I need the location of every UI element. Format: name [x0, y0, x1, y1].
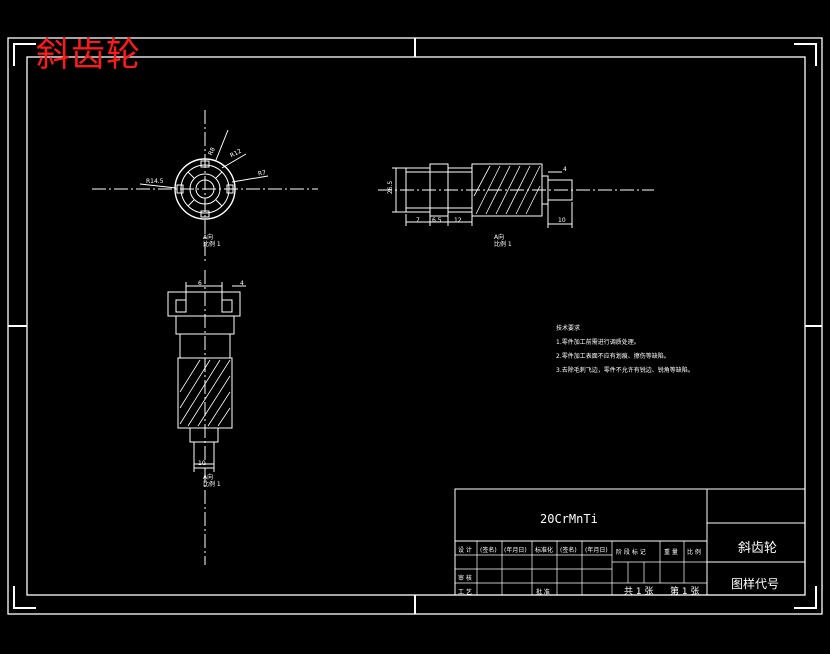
- front-view-label: A向: [494, 234, 505, 241]
- dim-10-top: 10: [198, 460, 206, 467]
- col-sign-1: (签名): [480, 547, 497, 554]
- outer-frame: [7, 37, 823, 615]
- tech-item-2: 2.零件加工表面不应有划痕、擦伤等缺陷。: [556, 353, 670, 360]
- part-name: 斜齿轮: [738, 541, 778, 556]
- watermark-title: 斜齿轮: [36, 35, 141, 75]
- stage-mark-label: 阶 段 标 记: [616, 549, 646, 556]
- col-date-1: (年月日): [504, 547, 527, 554]
- top-shaft-view: [167, 270, 246, 565]
- sheet-number: 第 1 张: [670, 587, 700, 597]
- dim-12: 12: [454, 217, 462, 224]
- front-view-scale: 比例 1: [494, 241, 512, 248]
- corner-marks: [13, 43, 817, 609]
- left-view-label: A向: [203, 234, 214, 241]
- approve-label: 批 准: [536, 589, 550, 596]
- title-block: [454, 488, 806, 596]
- row-process: 工 艺: [458, 589, 472, 596]
- centering-marks: [8, 38, 822, 614]
- dim-6-top: 6: [198, 280, 202, 287]
- weight-label: 重 量: [664, 549, 678, 556]
- scale-label: 比 例: [687, 549, 701, 556]
- dim-26-5: 26.5: [387, 180, 395, 195]
- col-date-2: (年月日): [585, 547, 608, 554]
- dim-4-top: 4: [240, 280, 244, 287]
- col-sign-2: (签名): [560, 547, 577, 554]
- top-view-scale: 比例 1: [203, 481, 221, 488]
- drawing-number: 图样代号: [731, 577, 780, 591]
- tech-title: 技术要求: [556, 325, 581, 332]
- dim-10-front: 10: [558, 217, 566, 224]
- row-design: 设 计: [458, 547, 472, 554]
- row-review: 审 核: [458, 575, 472, 582]
- sheets-total: 共 1 张: [624, 587, 654, 597]
- technical-requirements: 技术要求 1.零件加工前需进行调质处理。 2.零件加工表面不应有划痕、擦伤等缺陷…: [556, 322, 694, 378]
- col-standard: 标准化: [535, 547, 554, 554]
- left-end-view: [92, 110, 318, 262]
- front-shaft-view: [378, 163, 654, 228]
- material-label: 20CrMnTi: [540, 512, 598, 526]
- dim-4-front: 4: [563, 166, 567, 173]
- dim-6-5: 6.5: [432, 217, 442, 224]
- tech-item-3: 3.去除毛刺飞边，零件不允许有锐边、锐角等缺陷。: [556, 367, 694, 374]
- dim-7: 7: [416, 217, 420, 224]
- dim-r7: R7: [257, 169, 267, 178]
- tech-item-1: 1.零件加工前需进行调质处理。: [556, 339, 640, 346]
- dim-r14-5: R14.5: [146, 178, 164, 185]
- top-view-label: A向: [203, 474, 214, 481]
- left-view-scale: 比例 1: [203, 241, 221, 248]
